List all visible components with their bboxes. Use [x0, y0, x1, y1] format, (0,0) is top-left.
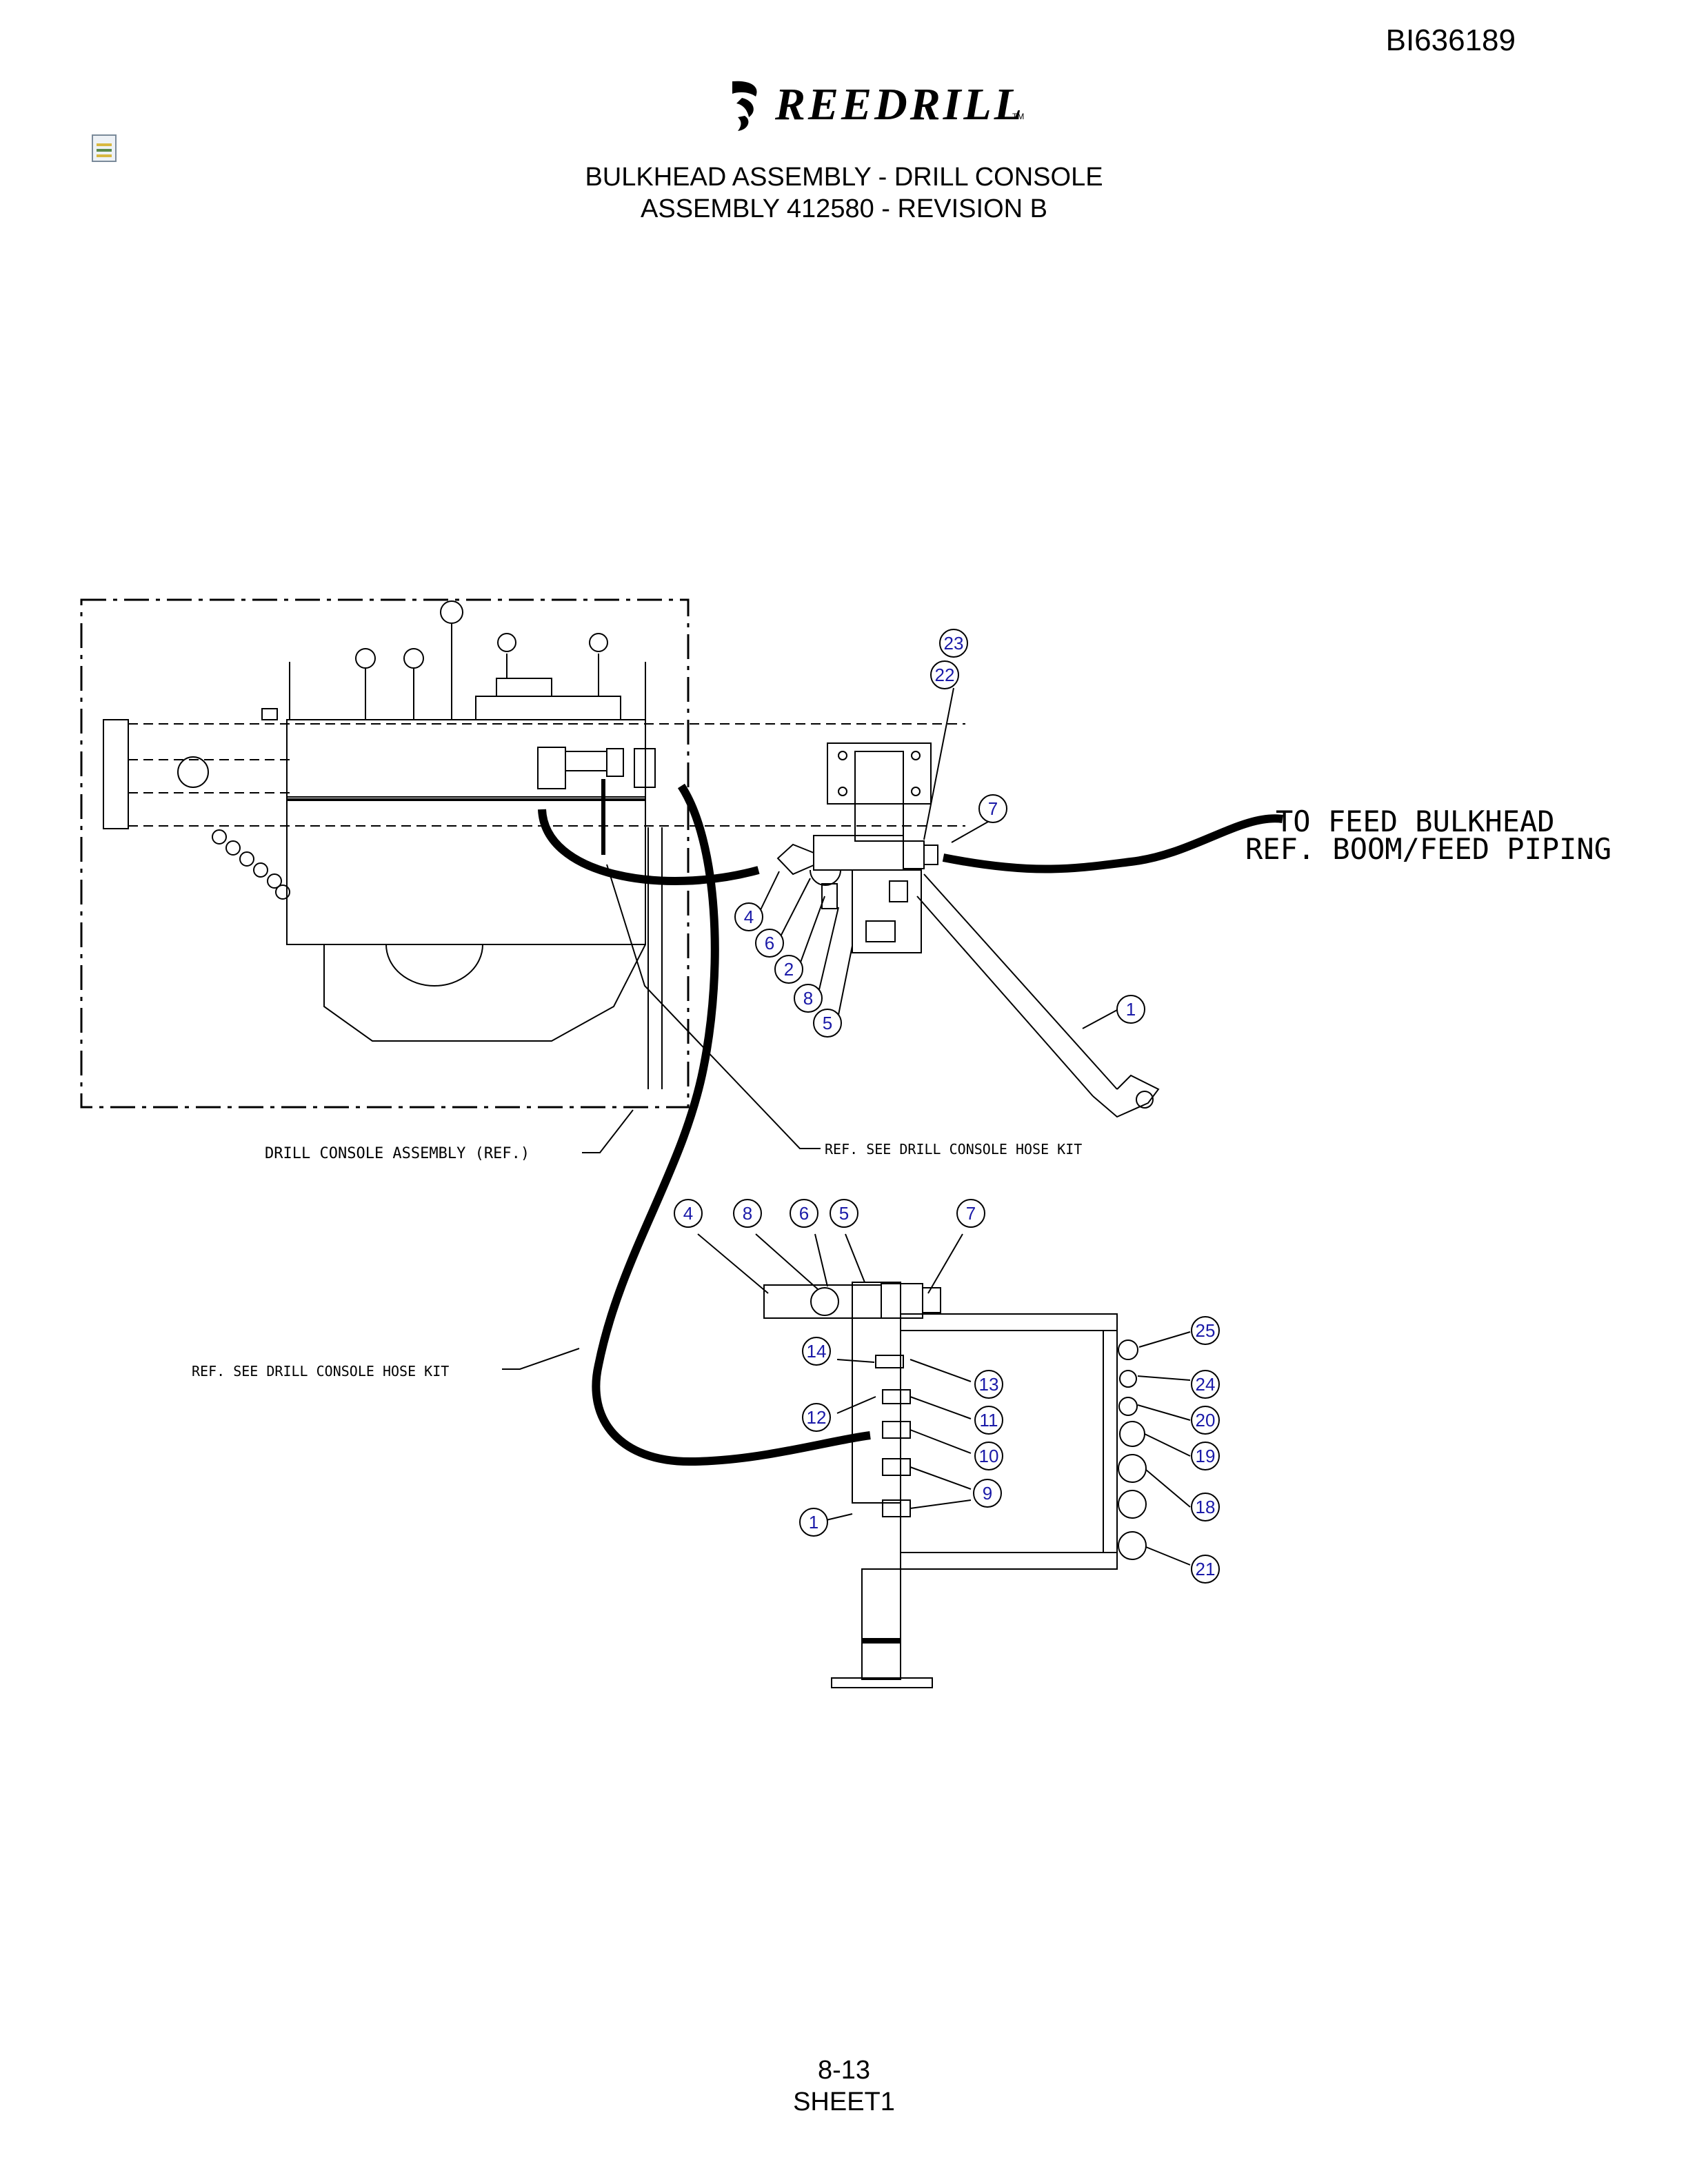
item-balloon: [733, 1199, 762, 1228]
item-balloon: [755, 929, 784, 958]
item-balloon-label: 20: [1196, 1410, 1216, 1430]
item-balloon: [974, 1370, 1003, 1399]
logo-trademark: TM: [1012, 112, 1025, 121]
title-line-1: BULKHEAD ASSEMBLY - DRILL CONSOLE: [585, 163, 1103, 192]
control-levers: [355, 600, 608, 720]
item-balloon-label: 6: [765, 933, 774, 953]
item-balloon-label: 13: [979, 1374, 999, 1395]
item-balloon: [794, 984, 823, 1013]
balloons-bottom: 4 8 6 5 7 14 13 12 11 10 9 1 25 24 20 19 18 21: [674, 1199, 1220, 1584]
item-balloon-label: 10: [979, 1446, 999, 1466]
item-balloon: [1191, 1493, 1220, 1521]
item-balloon-label: 24: [1196, 1374, 1216, 1395]
item-balloon-label: 25: [1196, 1320, 1216, 1341]
logo-wordmark: REEDRILL: [775, 79, 1025, 130]
item-balloon: [1191, 1555, 1220, 1584]
item-balloon: [956, 1199, 985, 1228]
manifold-top: [776, 835, 938, 953]
hoses: [538, 783, 1283, 1466]
item-balloon-label: 19: [1196, 1446, 1216, 1466]
support-arm: [916, 873, 1160, 1118]
item-balloon: [674, 1199, 703, 1228]
item-balloon-label: 9: [983, 1483, 992, 1504]
title-line-2: ASSEMBLY 412580 - REVISION B: [641, 194, 1047, 223]
item-balloon-label: 18: [1196, 1497, 1216, 1517]
item-balloon-label: 1: [809, 1512, 818, 1533]
to-feed-label-2: REF. BOOM/FEED PIPING: [1245, 832, 1611, 866]
item-balloon-label: 7: [966, 1203, 976, 1224]
hose-kit-ref-left: REF. SEE DRILL CONSOLE HOSE KIT: [192, 1363, 449, 1379]
item-balloon-label: 7: [988, 798, 998, 819]
bulkhead-bottom-view: [763, 1282, 1147, 1688]
item-balloon: [1191, 1406, 1220, 1435]
hose-kit-ref-top: REF. SEE DRILL CONSOLE HOSE KIT: [825, 1141, 1082, 1157]
item-balloon: [1191, 1370, 1220, 1399]
item-balloon-label: 23: [944, 633, 964, 654]
feed-hose: [942, 814, 1283, 873]
item-balloon: [1191, 1316, 1220, 1345]
drill-console-ref-label: DRILL CONSOLE ASSEMBLY (REF.): [265, 1145, 530, 1162]
item-balloon: [774, 955, 803, 984]
page-title: BULKHEAD ASSEMBLY - DRILL CONSOLE ASSEMB…: [0, 161, 1688, 225]
item-balloon-label: 4: [683, 1203, 693, 1224]
page-number: 8-13: [817, 2056, 871, 2085]
item-balloon-label: 11: [980, 1410, 998, 1430]
item-balloon: [1191, 1442, 1220, 1470]
leader-lines: [502, 687, 1191, 1566]
item-balloon: [734, 902, 763, 931]
reedrill-swirl-icon: [732, 81, 757, 131]
item-balloon: [813, 1009, 842, 1038]
long-hose: [592, 783, 871, 1466]
item-balloon: [974, 1442, 1003, 1470]
attachment-icon[interactable]: [91, 134, 119, 163]
to-feed-label-1: TO FEED BULKHEAD: [1276, 805, 1555, 838]
item-balloon: [930, 660, 959, 689]
boom-mount: [827, 742, 932, 842]
document-id: BI636189: [1385, 23, 1516, 57]
item-balloon: [973, 1479, 1002, 1508]
item-balloon-label: 1: [1126, 999, 1136, 1020]
item-balloon: [978, 794, 1007, 823]
console-hose: [538, 809, 760, 885]
item-balloon-label: 22: [935, 665, 955, 685]
reedrill-logo: REEDRILL TM: [717, 77, 1034, 132]
drill-console-ref-boundary: [80, 598, 690, 1109]
item-balloon-label: 5: [839, 1203, 849, 1224]
item-balloon-label: 2: [784, 959, 794, 980]
console-fittings: [537, 747, 656, 855]
drill-console-body: [103, 662, 965, 1089]
item-balloon-label: 8: [803, 988, 813, 1009]
item-balloon: [799, 1508, 828, 1537]
item-balloon: [790, 1199, 818, 1228]
item-balloon: [830, 1199, 858, 1228]
item-balloon-label: 5: [823, 1013, 832, 1033]
item-balloon-label: 4: [744, 907, 754, 927]
item-balloon: [974, 1406, 1003, 1435]
item-balloon: [1116, 995, 1145, 1024]
chain-links: [212, 829, 290, 900]
item-balloon-label: 8: [743, 1203, 752, 1224]
page-footer: 8-13 SHEET1: [0, 2054, 1688, 2118]
item-balloon: [802, 1337, 831, 1366]
item-balloon: [802, 1403, 831, 1432]
item-balloon-label: 21: [1196, 1559, 1216, 1579]
item-balloon-label: 12: [807, 1407, 827, 1428]
item-balloon-label: 14: [807, 1341, 827, 1362]
item-balloon: [939, 629, 968, 658]
sheet-label: SHEET1: [793, 2087, 895, 2116]
item-balloon-label: 6: [799, 1203, 809, 1224]
